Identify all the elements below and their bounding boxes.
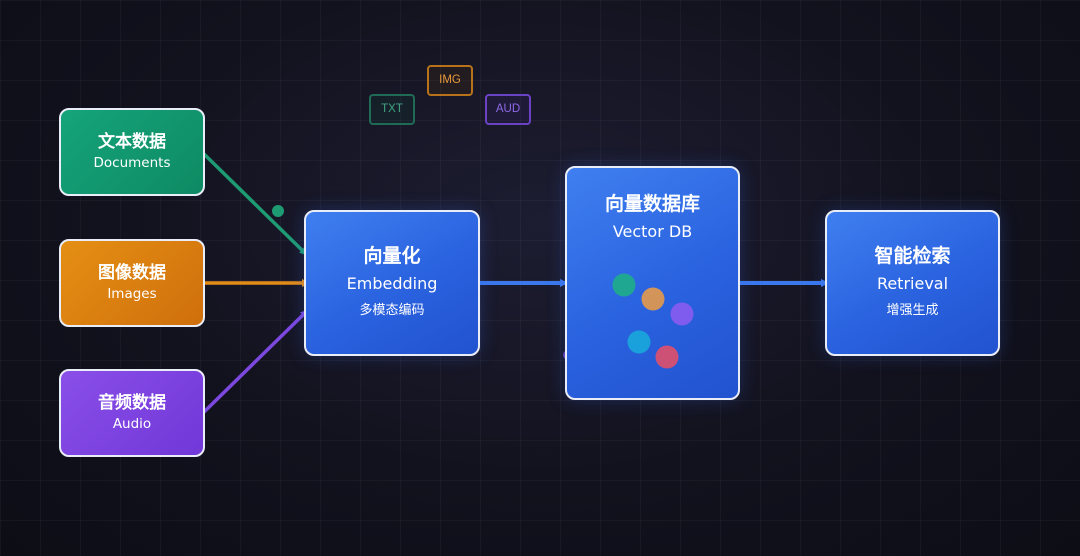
node-subtitle: Retrieval — [876, 274, 949, 293]
node-subtitle: Embedding — [346, 274, 438, 293]
node-description: 多模态编码 — [359, 303, 425, 318]
vector-dot — [612, 273, 636, 297]
node-title: 音频数据 — [98, 393, 166, 413]
node-subtitle: Images — [107, 286, 157, 302]
embedding-node: 向量化 Embedding 多模态编码 — [304, 210, 480, 356]
vector-dot — [627, 330, 651, 354]
flow-particle-green — [272, 205, 284, 217]
text-data-node: 文本数据 Documents — [59, 108, 205, 196]
node-title: 向量化 — [363, 245, 421, 267]
node-subtitle: Documents — [93, 155, 171, 171]
node-description: 增强生成 — [886, 303, 939, 318]
node-subtitle: Audio — [112, 416, 152, 432]
vector-db-node: 向量数据库 Vector DB — [565, 166, 740, 400]
audio-data-node: 音频数据 Audio — [59, 369, 205, 457]
aud-tag: AUD — [485, 94, 531, 125]
retrieval-node: 智能检索 Retrieval 增强生成 — [825, 210, 1000, 356]
txt-tag: TXT — [369, 94, 415, 125]
node-title: 向量数据库 — [604, 193, 700, 215]
vector-dot — [641, 287, 665, 311]
vector-dot — [655, 345, 679, 369]
img-tag: IMG — [427, 65, 473, 96]
vector-dot — [670, 302, 694, 326]
arrow-audio-to-embedding — [202, 309, 309, 414]
node-title: 文本数据 — [98, 132, 166, 152]
node-title: 智能检索 — [874, 245, 951, 267]
image-data-node: 图像数据 Images — [59, 239, 205, 327]
node-title: 图像数据 — [98, 263, 166, 283]
vector-cluster — [612, 273, 694, 369]
arrow-text-to-embedding — [202, 152, 308, 256]
node-subtitle: Vector DB — [612, 222, 693, 241]
